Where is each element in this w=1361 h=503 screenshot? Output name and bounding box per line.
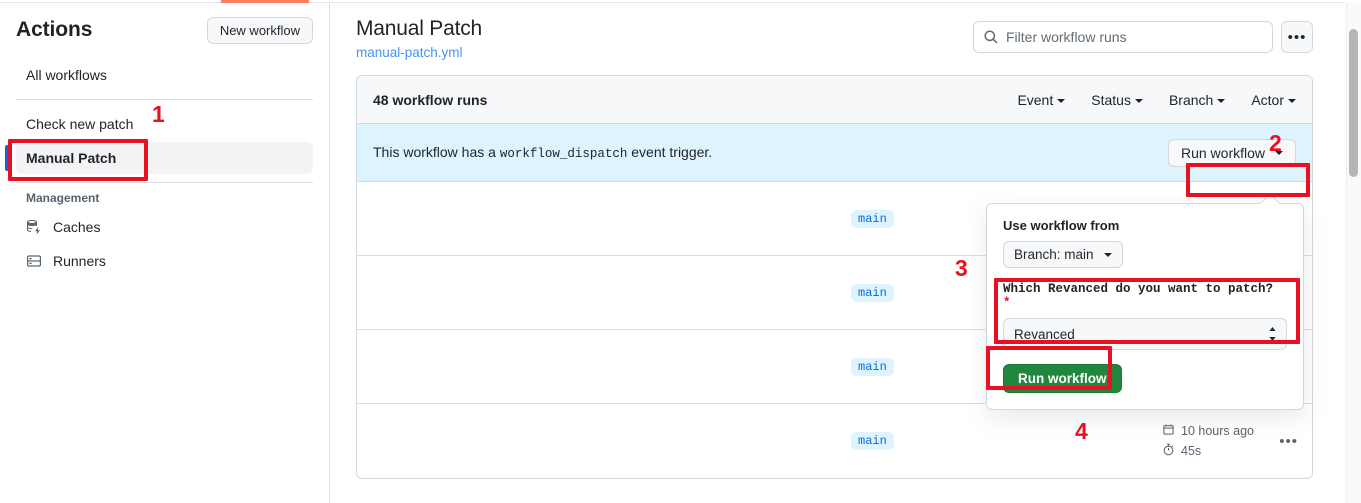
dispatch-notice-text: This workflow has a workflow_dispatch ev… [373,144,712,161]
branch-badge: main [851,283,894,302]
row-more-options-button[interactable]: ••• [1279,432,1298,450]
chevron-down-icon [1217,98,1226,107]
top-divider [0,2,1345,3]
dispatch-event-name: workflow_dispatch [499,147,628,161]
workflow-title: Manual Patch [356,17,483,40]
sidebar-management-list: Caches Runners [16,211,313,277]
new-workflow-button[interactable]: New workflow [206,16,313,44]
required-asterisk: * [1003,296,1011,310]
search-input[interactable] [1006,22,1272,52]
sidebar-header: Actions New workflow [16,3,313,57]
workflow-input-label: Which Revanced do you want to patch? * [1003,282,1287,310]
filter-label: Event [1017,91,1054,108]
more-options-button[interactable]: ••• [1281,21,1313,53]
page-title: Actions [16,18,93,41]
branch-badge: main [851,357,894,376]
chevron-down-icon [1103,252,1112,261]
search-box[interactable] [973,21,1273,53]
sidebar-item-caches[interactable]: Caches [16,211,313,243]
sidebar: Actions New workflow All workflows Check… [0,3,330,503]
run-date-text: 10 hours ago [1181,424,1254,438]
dispatch-notice-suffix: event trigger. [631,144,713,160]
filter-label: Branch [1168,91,1214,108]
chevron-down-icon [1134,98,1143,107]
workflow-input-label-text: Which Revanced do you want to patch? [1003,282,1274,296]
table-row[interactable]: main [357,182,1312,256]
run-duration-text: 45s [1181,444,1202,458]
branch-select-label: Branch: main [1014,247,1094,262]
vertical-scrollbar-thumb[interactable] [1349,29,1358,177]
sidebar-item-all-workflows[interactable]: All workflows [16,59,313,91]
branch-badge: main [851,432,894,450]
sidebar-item-label: All workflows [26,67,107,83]
run-date: 10 hours ago [1162,423,1254,439]
sidebar-workflow-list: Check new patch Manual Patch [5,108,313,174]
filter-label: Actor [1251,91,1284,108]
use-workflow-from-label: Use workflow from [1003,218,1120,233]
stopwatch-icon [1162,443,1175,459]
table-row[interactable]: main 10 hours ago [357,404,1312,478]
page-loading-bar [221,0,309,3]
sidebar-item-label: Caches [53,219,101,235]
run-duration: 45s [1162,443,1201,459]
workflow-file-link[interactable]: manual-patch.yml [356,45,463,60]
sidebar-group-management: Management [26,191,100,205]
runs-filters: Event Status Branch Actor [1017,92,1296,108]
filter-branch-button[interactable]: Branch [1168,91,1226,108]
branch-select-button[interactable]: Branch: main [1003,241,1123,268]
chevron-down-icon [1057,98,1066,107]
workflow-heading-block: Manual Patch manual-patch.yml [356,17,482,60]
dispatch-notice-prefix: This workflow has a [373,144,496,160]
server-icon [26,253,44,269]
filter-actor-button[interactable]: Actor [1251,92,1296,108]
sidebar-item-label: Check new patch [26,116,134,132]
workflow-runs-count: 48 workflow runs [373,91,488,108]
calendar-icon [1162,423,1175,439]
chevron-down-icon [1288,98,1296,107]
filter-event-button[interactable]: Event [1017,91,1066,108]
sidebar-divider-2 [16,182,313,183]
sidebar-item-manual-patch[interactable]: Manual Patch [5,142,313,174]
sidebar-item-check-new-patch[interactable]: Check new patch [16,108,313,140]
sidebar-divider-1 [16,99,313,100]
run-meta: 10 hours ago 45s [1162,423,1254,459]
workflow-input-select-wrap: Revanced [1003,318,1287,350]
vertical-scrollbar-track[interactable] [1346,3,1361,503]
chevron-down-icon [1275,150,1283,159]
sidebar-nav: All workflows [16,59,313,91]
run-workflow-submit-button[interactable]: Run workflow [1003,364,1122,393]
run-workflow-button-label: Run workflow [1180,144,1265,161]
workflow-dispatch-banner: This workflow has a workflow_dispatch ev… [357,124,1312,182]
revanced-select[interactable]: Revanced [1003,318,1287,350]
sidebar-item-label: Manual Patch [26,150,117,166]
database-bolt-icon [26,219,44,235]
table-row[interactable]: main [357,256,1312,330]
filter-label: Status [1091,91,1131,108]
runs-panel-header: 48 workflow runs Event Status Branch Act… [357,76,1312,124]
workflow-header: Manual Patch manual-patch.yml ••• [356,17,1313,60]
branch-badge: main [851,209,894,228]
search-icon [983,29,999,50]
run-workflow-dropdown-panel: Use workflow from Branch: main Which Rev… [986,193,1304,410]
sidebar-item-runners[interactable]: Runners [16,245,313,277]
header-actions: ••• [973,17,1313,53]
run-workflow-dropdown-button[interactable]: Run workflow [1167,138,1296,167]
sidebar-item-label: Runners [53,253,106,269]
filter-status-button[interactable]: Status [1091,92,1143,108]
